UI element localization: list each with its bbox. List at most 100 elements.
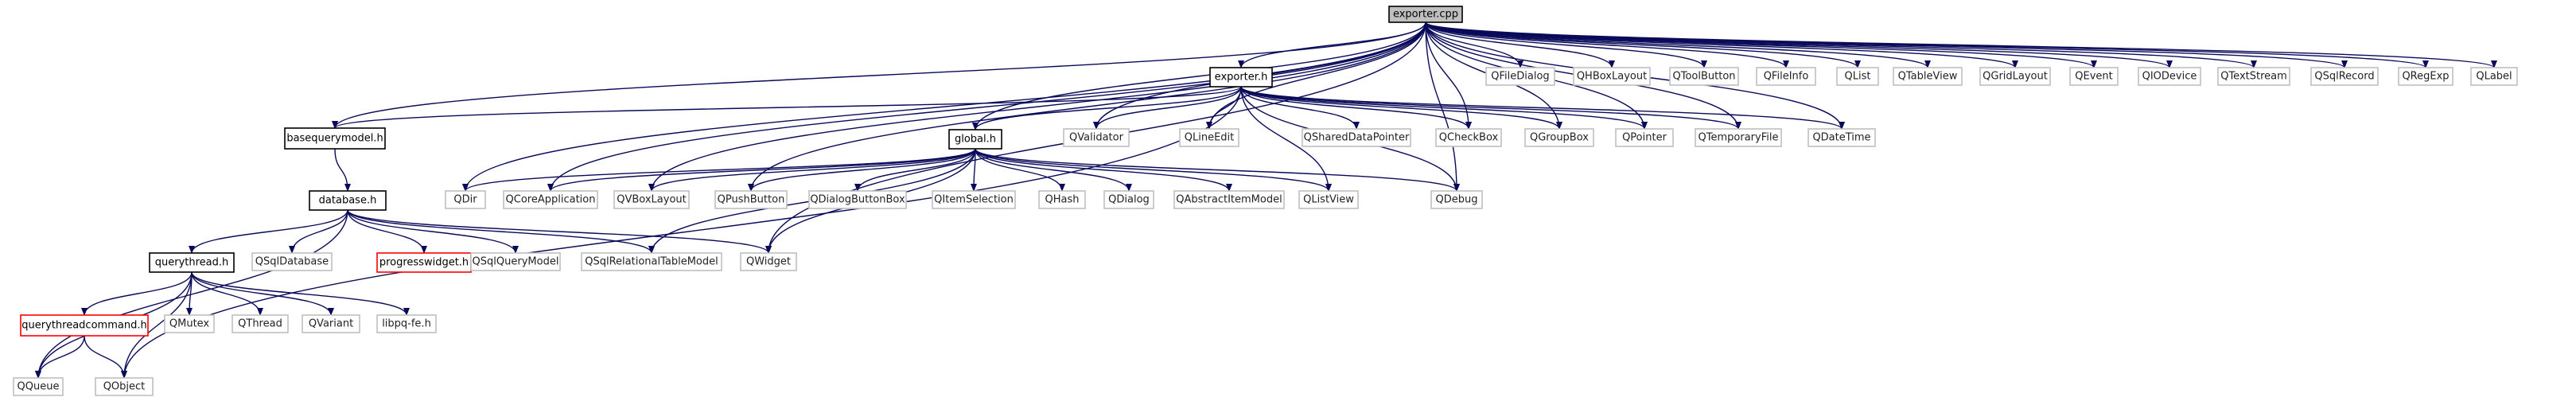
node-qtemporaryfile: QTemporaryFile: [1695, 128, 1782, 147]
edge-querythread-h-to-libpq-fe-h: [191, 271, 410, 316]
node-qdatetime: QDateTime: [1807, 128, 1876, 147]
node-label: QTextStream: [2220, 71, 2287, 83]
node-qobject: QObject: [95, 377, 154, 396]
node-global-h[interactable]: global.h: [948, 129, 1002, 150]
node-qsqlrelationaltablemodel: QSqlRelationalTableModel: [581, 252, 722, 271]
node-label: QListView: [1303, 194, 1354, 206]
node-qgroupbox: QGroupBox: [1524, 128, 1594, 147]
edge-exporter-cpp-to-exporter-h: [1238, 21, 1426, 68]
node-box: [1063, 128, 1130, 147]
node-database-h[interactable]: database.h: [309, 190, 387, 211]
node-querythread-h[interactable]: querythread.h: [149, 252, 235, 273]
node-box: [1179, 128, 1239, 147]
node-box: [714, 190, 788, 209]
edge-exporter-cpp-to-qlist: [1425, 21, 1861, 68]
node-label: QList: [1845, 71, 1871, 83]
node-box: [1573, 67, 1651, 86]
node-label: QTemporaryFile: [1699, 132, 1779, 144]
node-qlistview: QListView: [1298, 190, 1359, 209]
node-qregexp: QRegExp: [2398, 67, 2453, 86]
node-label: QTableView: [1898, 71, 1958, 83]
edge-exporter-h-to-basequerymodel-h: [332, 86, 1242, 129]
node-box: [1836, 67, 1879, 86]
node-box: [948, 129, 1002, 150]
edge-database-h-to-qsqlquerymodel: [347, 209, 519, 254]
node-box: [1669, 67, 1739, 86]
node-label: QVBoxLayout: [617, 194, 686, 206]
node-progresswidget-h[interactable]: progresswidget.h: [376, 252, 472, 273]
node-qsqldatabase: QSqlDatabase: [251, 252, 333, 271]
node-qdir: QDir: [445, 190, 486, 209]
node-box: [740, 252, 797, 271]
node-exporter-cpp[interactable]: exporter.cpp: [1388, 6, 1463, 23]
edge-global-h-to-qdialog: [975, 148, 1132, 192]
node-qcoreapplication: QCoreApplication: [503, 190, 598, 209]
node-box: [445, 190, 486, 209]
node-basequerymodel-h[interactable]: basequerymodel.h: [284, 127, 386, 150]
edge-global-h-to-qlistview: [975, 148, 1332, 192]
edge-exporter-cpp-to-qdir: [462, 21, 1426, 192]
node-box: [2470, 67, 2518, 86]
node-qdialogbuttonbox: QDialogButtonBox: [808, 190, 907, 209]
node-box: [1038, 190, 1086, 209]
node-label: QToolButton: [1672, 71, 1735, 83]
node-label: QSqlRelationalTableModel: [585, 256, 718, 268]
node-label: QCheckBox: [1439, 132, 1499, 144]
edge-global-h-to-qcoreapplication: [547, 148, 976, 192]
node-label: QFileDialog: [1491, 71, 1549, 83]
node-label: QGridLayout: [1983, 71, 2048, 83]
edge-exporter-cpp-to-qfiledialog: [1425, 21, 1523, 68]
node-label: QGroupBox: [1530, 132, 1589, 144]
node-qpointer: QPointer: [1615, 128, 1674, 147]
edge-exporter-h-to-qgroupbox: [1240, 86, 1562, 130]
node-label: QLabel: [2476, 71, 2512, 83]
node-label: QRegExp: [2402, 71, 2449, 83]
node-label: QWidget: [746, 256, 791, 268]
node-qtableview: QTableView: [1893, 67, 1963, 86]
edge-querythread-h-to-qthread: [191, 271, 263, 316]
node-qdialog: QDialog: [1103, 190, 1154, 209]
node-box: [1615, 128, 1674, 147]
node-qfiledialog: QFileDialog: [1485, 67, 1555, 86]
node-exporter-h[interactable]: exporter.h: [1209, 67, 1273, 88]
node-box: [2217, 67, 2290, 86]
node-qhash: QHash: [1038, 190, 1086, 209]
node-label: QItemSelection: [934, 194, 1014, 206]
edge-exporter-cpp-to-qtoolbutton: [1425, 21, 1707, 68]
node-qlist: QList: [1836, 67, 1879, 86]
node-label: QDialogButtonBox: [810, 194, 905, 206]
node-label: QPointer: [1622, 132, 1667, 144]
edge-global-h-to-qdir: [462, 148, 976, 192]
node-box: [20, 314, 149, 337]
edge-exporter-h-to-qlistview: [1240, 86, 1332, 192]
node-qvariant: QVariant: [302, 314, 360, 333]
edge-global-h-to-qvboxlayout: [648, 148, 976, 192]
node-qpushbutton: QPushButton: [714, 190, 788, 209]
node-box: [1979, 67, 2051, 86]
node-box: [581, 252, 722, 271]
node-box: [1435, 128, 1502, 147]
edge-exporter-h-to-qdatetime: [1240, 86, 1845, 130]
node-box: [932, 190, 1016, 209]
node-box: [251, 252, 333, 271]
node-label: exporter.h: [1215, 72, 1268, 84]
node-box: [302, 314, 360, 333]
node-label: QSqlQueryModel: [473, 256, 559, 268]
node-label: QAbstractItemModel: [1176, 194, 1282, 206]
edge-exporter-cpp-to-qcoreapplication: [547, 21, 1426, 192]
node-box: [1893, 67, 1963, 86]
node-box: [1430, 190, 1483, 209]
node-label: QQueue: [18, 381, 60, 393]
edge-exporter-cpp-to-qgridlayout: [1425, 21, 2018, 68]
edge-database-h-to-querythread-h: [189, 209, 348, 254]
node-box: [503, 190, 598, 209]
node-box: [1103, 190, 1154, 209]
edge-exporter-h-to-global-h: [972, 86, 1242, 130]
node-querythreadcommand-h[interactable]: querythreadcommand.h: [20, 314, 149, 337]
node-qqueue: QQueue: [13, 377, 64, 396]
node-box: [2069, 67, 2119, 86]
node-label: QPushButton: [718, 194, 785, 206]
edge-exporter-cpp-to-qtableview: [1425, 21, 1931, 68]
node-qabstractitemmodel: QAbstractItemModel: [1173, 190, 1285, 209]
node-qgridlayout: QGridLayout: [1979, 67, 2051, 86]
